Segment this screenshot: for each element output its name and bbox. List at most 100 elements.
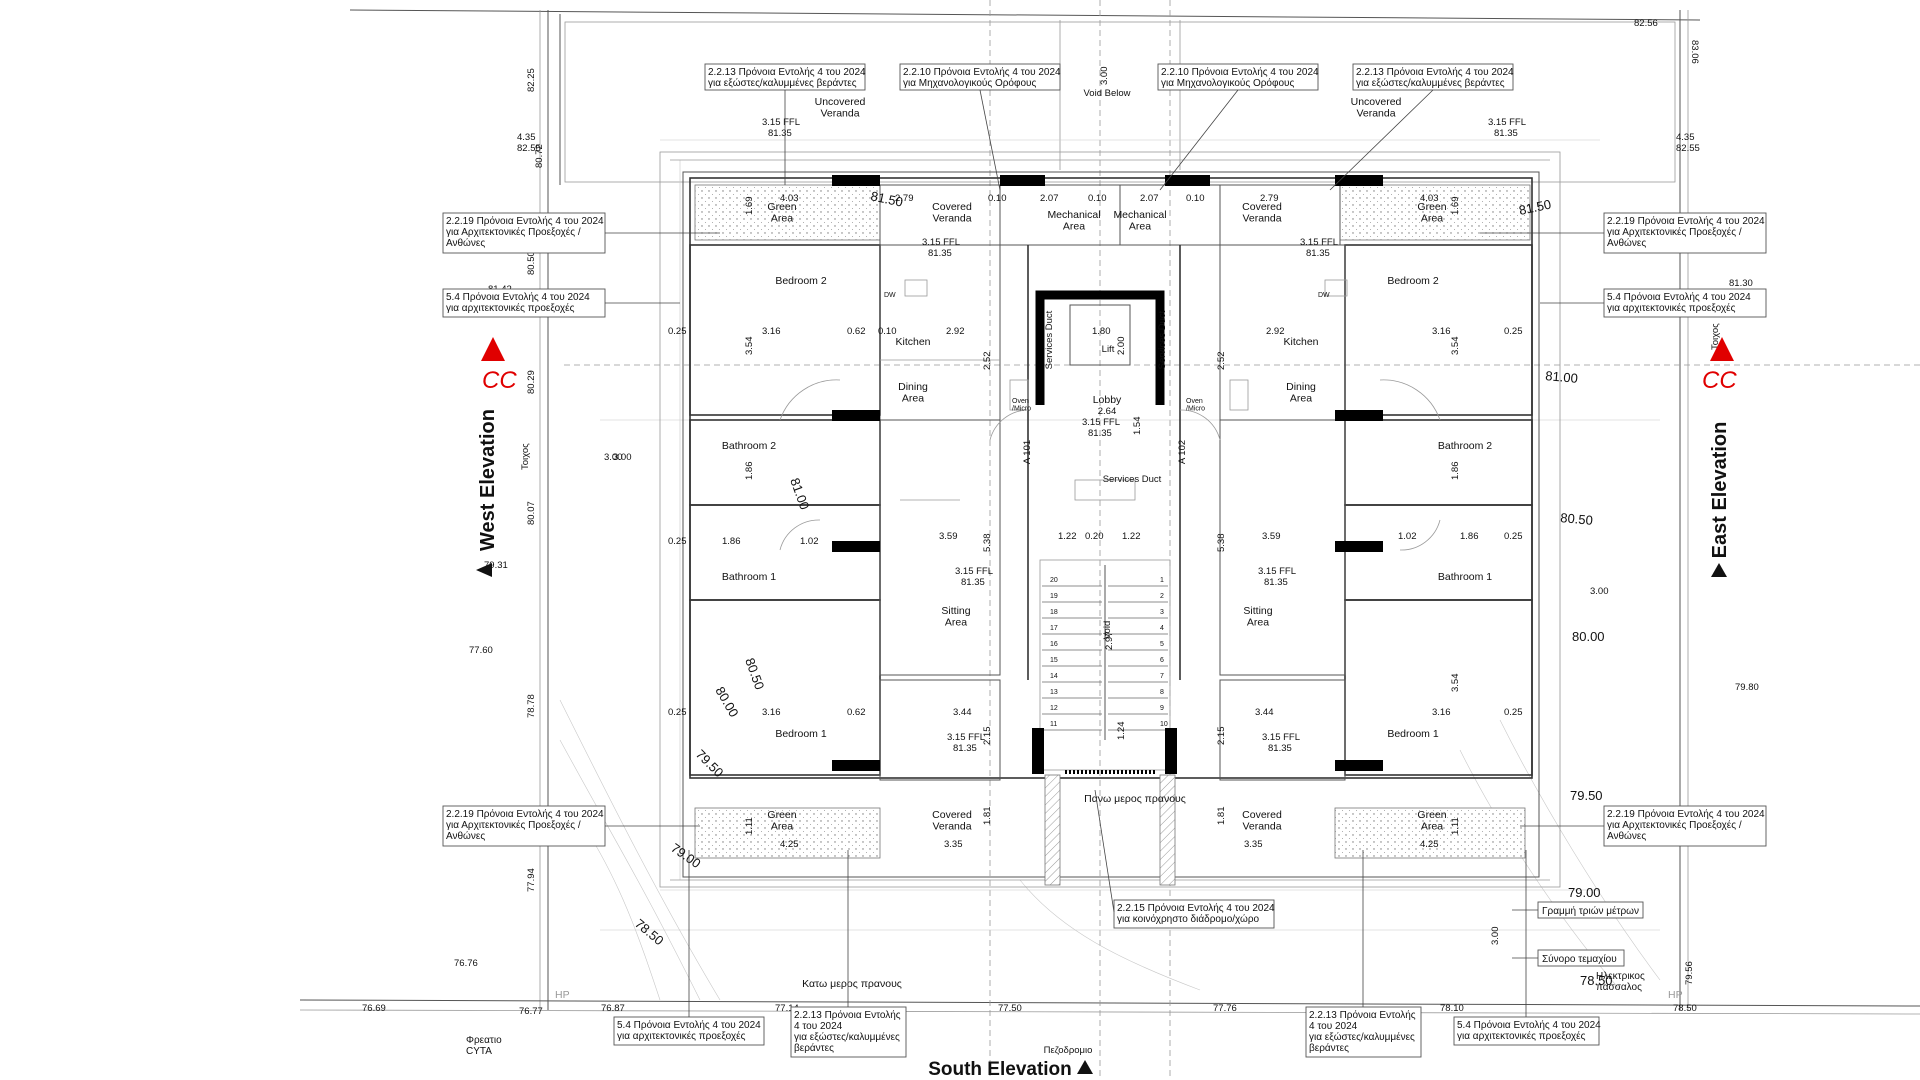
room-bedroom2-right: Bedroom 2 xyxy=(1387,275,1439,287)
dim-text: 3.54 xyxy=(1450,337,1461,356)
stair-step-number: 12 xyxy=(1050,705,1058,712)
dim-text: 3.54 xyxy=(744,337,755,356)
dim-text: 0.10 xyxy=(1088,193,1107,204)
dim-text: 0.10 xyxy=(1186,193,1205,204)
stair-step-number: 5 xyxy=(1160,641,1164,648)
upper-stairs-label: Πανω μερος πρανους xyxy=(1084,793,1186,805)
level-label: 80.29 xyxy=(526,370,537,394)
hp-left: HP xyxy=(555,989,570,1001)
services-duct-left: Services Duct xyxy=(1044,310,1055,369)
dim-text: 1.11 xyxy=(744,817,755,835)
dim-text: 1.24 xyxy=(1116,722,1127,741)
stair-step-number: 14 xyxy=(1050,673,1058,680)
dim-text: 2.52 xyxy=(982,352,993,371)
level-label: 82.55 xyxy=(517,143,541,154)
level-label: 82.56 xyxy=(1634,18,1658,29)
dim-text: 1.86 xyxy=(1460,531,1479,542)
dim-text: 0.25 xyxy=(668,326,687,337)
stair-step-number: 16 xyxy=(1050,641,1058,648)
dim-text: 2.07 xyxy=(1040,193,1059,204)
services-duct-right: Services Duct xyxy=(1157,310,1168,369)
void-label: Void xyxy=(1102,621,1113,640)
dimension-labels: 4.03 2.79 0.10 2.07 0.10 2.07 0.10 2.79 … xyxy=(604,67,1609,946)
level-label: 77.76 xyxy=(1213,1003,1237,1014)
dim-text: 1.86 xyxy=(1450,462,1461,481)
section-cc-left: CC xyxy=(482,367,517,394)
room-bedroom1-right: Bedroom 1 xyxy=(1387,728,1439,740)
dim-text: 2.79 xyxy=(895,193,914,204)
level-label: 79.00 xyxy=(1568,885,1601,900)
west-elevation-arrow-icon xyxy=(476,563,492,577)
stair-step-number: 18 xyxy=(1050,609,1058,616)
east-elevation-arrow-icon xyxy=(1711,563,1727,577)
level-label: 77.14 xyxy=(775,1003,799,1014)
lower-stairs-label: Κατω μερος πρανους xyxy=(802,978,902,990)
south-elevation-arrow-icon xyxy=(1077,1060,1093,1074)
level-label: 81.50 xyxy=(1518,196,1553,217)
dim-text: 0.25 xyxy=(1504,326,1523,337)
level-label: 3.00 xyxy=(613,452,632,463)
dim-text: 2.15 xyxy=(1216,727,1227,746)
level-label: 82.55 xyxy=(1676,143,1700,154)
green-area-top-left xyxy=(694,184,881,241)
dim-text: 3.16 xyxy=(1432,707,1451,718)
oven-right: Oven/Micro xyxy=(1186,398,1205,413)
section-arrow-right-icon xyxy=(1710,337,1734,361)
stair-step-number: 17 xyxy=(1050,625,1058,632)
dim-text: 3.00 xyxy=(604,452,623,463)
level-label: 79.50 xyxy=(1570,788,1603,803)
level-label: 81.00 xyxy=(787,476,812,512)
south-elevation-label: South Elevation xyxy=(928,1059,1072,1080)
level-label: 79.80 xyxy=(1735,682,1759,693)
level-label: 80.50 xyxy=(742,656,767,692)
dim-text: 4.03 xyxy=(1420,193,1439,204)
dim-text: 0.25 xyxy=(1504,531,1523,542)
dim-text: 3.35 xyxy=(1244,839,1263,850)
dim-text: 3.00 xyxy=(1590,586,1609,597)
level-label: 78.50 xyxy=(1673,1003,1697,1014)
stair-step-number: 9 xyxy=(1160,705,1164,712)
level-label: 81.50 xyxy=(869,188,904,209)
room-bathroom2-left: Bathroom 2 xyxy=(722,440,776,452)
section-arrow-left-icon xyxy=(481,337,505,361)
level-label: 78.78 xyxy=(526,694,537,718)
dim-text: 2.92 xyxy=(946,326,965,337)
dim-text: 4.03 xyxy=(780,193,799,204)
dim-text: 0.62 xyxy=(847,707,866,718)
dim-text: 3.54 xyxy=(1450,674,1461,693)
level-label: 4.35 xyxy=(1676,132,1695,143)
level-label: 76.69 xyxy=(362,1003,386,1014)
dim-text: 5.38 xyxy=(982,534,993,553)
stair-step-number: 7 xyxy=(1160,673,1164,680)
level-label: 81.00 xyxy=(1545,368,1579,386)
dim-text: 0.20 xyxy=(1085,531,1104,542)
dim-text: 1.11 xyxy=(1450,817,1461,835)
dw-right: DW xyxy=(1318,292,1330,299)
dim-text: 1.02 xyxy=(800,536,819,547)
room-kitchen-right: Kitchen xyxy=(1283,336,1318,348)
lobby-dim: 2.64 xyxy=(1098,406,1117,417)
plot-boundary-label: Σύνορο τεμαχίου xyxy=(1542,953,1617,965)
room-bathroom1-left: Bathroom 1 xyxy=(722,571,776,583)
dim-text: 1.86 xyxy=(722,536,741,547)
dim-text: 4.25 xyxy=(1420,839,1439,850)
dw-left: DW xyxy=(884,292,896,299)
stair-step-number: 20 xyxy=(1050,577,1058,584)
